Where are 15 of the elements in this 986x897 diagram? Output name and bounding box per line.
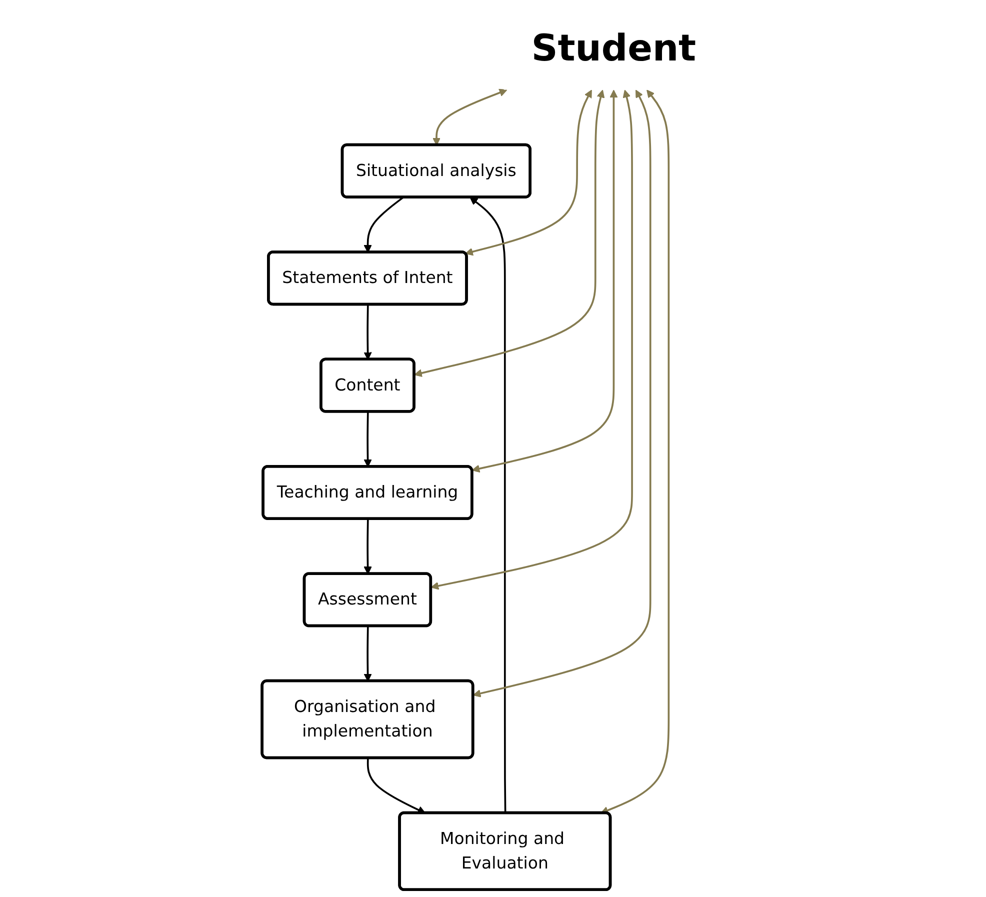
arrow [470,197,506,814]
arrow [414,90,605,378]
arrow [472,90,618,473]
arrow [364,626,372,682]
arrow [364,196,404,253]
arrow [600,90,670,814]
arrow [364,519,372,574]
arrow [367,758,426,814]
arrow [364,304,372,360]
arrow [473,90,652,698]
arrow [432,88,508,146]
arrow [430,90,634,590]
arrow [364,412,372,468]
arrow [465,90,592,256]
node-text: Student [532,27,696,70]
